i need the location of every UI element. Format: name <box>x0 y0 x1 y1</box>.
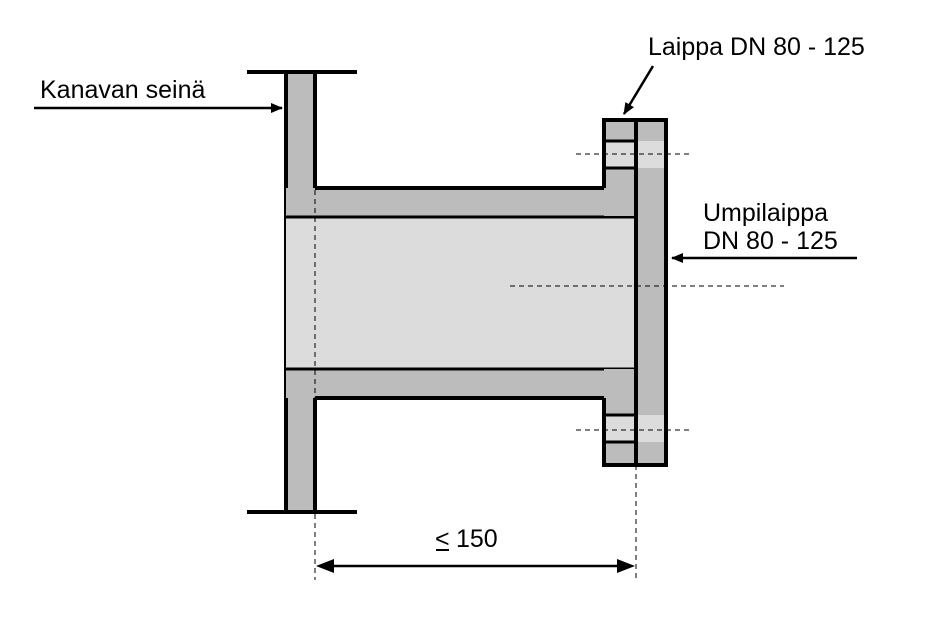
blind-flange-outline <box>634 118 668 467</box>
label-flange: Laippa DN 80 - 125 <box>648 33 865 61</box>
label-blind-flange-line2: DN 80 - 125 <box>703 227 838 255</box>
pipe-top-wall <box>286 188 604 217</box>
dimension-arrowhead-right <box>617 559 635 573</box>
blind-flange-body <box>636 120 666 465</box>
label-wall: Kanavan seinä <box>40 76 206 104</box>
flange <box>602 118 666 467</box>
flange-callout: Laippa DN 80 - 125 <box>622 33 865 115</box>
pipe-bore <box>286 217 636 369</box>
blind-flange <box>634 118 668 467</box>
blind-flange-callout: Umpilaippa DN 80 - 125 <box>671 199 857 263</box>
flange-bottom-outline <box>602 398 636 467</box>
flange-top-outline <box>602 118 636 188</box>
dimension-value: 150 <box>456 525 498 553</box>
pipe-spool <box>286 186 636 400</box>
pipe-bottom-wall <box>286 369 604 398</box>
dimension-symbol: < <box>435 525 450 553</box>
dimension-arrowhead-left <box>316 559 334 573</box>
wall-callout: Kanavan seinä <box>34 76 283 113</box>
length-dimension: < 150 <box>316 525 635 573</box>
label-blind-flange-line1: Umpilaippa <box>703 199 828 227</box>
blind-flange-bottom-bolt-hole <box>636 415 666 442</box>
flange-bottom-bolt-hole <box>604 415 636 442</box>
center-lines <box>314 153 784 580</box>
flange-leader-arrow <box>622 65 655 115</box>
